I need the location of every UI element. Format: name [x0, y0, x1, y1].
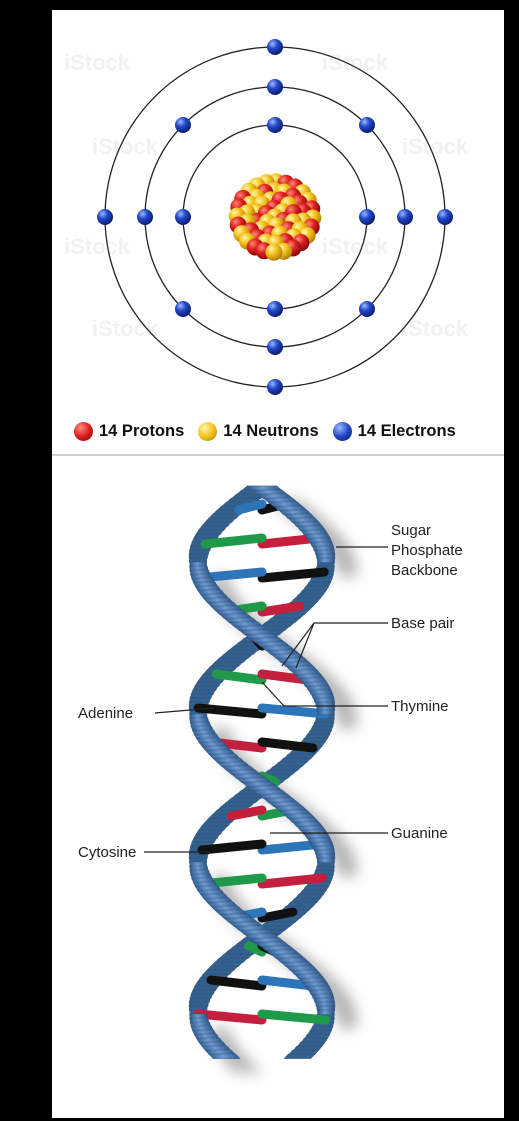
- label-cytosine: Cytosine: [78, 843, 136, 863]
- electron: [397, 209, 413, 225]
- strand-shadow-segment: [336, 1012, 357, 1017]
- electron: [267, 301, 283, 317]
- label-sugar: Sugar: [391, 521, 463, 541]
- strand-shadow-segment: [335, 560, 357, 565]
- legend-electrons-label: 14 Electrons: [358, 422, 456, 441]
- strand-b-segment: [284, 1054, 315, 1059]
- electron: [175, 301, 191, 317]
- strand-a-segment: [317, 558, 334, 563]
- label-leader-lines: [144, 547, 388, 852]
- proton-icon: [74, 422, 93, 441]
- base-thymine: [231, 810, 262, 816]
- dna-diagram-panel: Sugar Phosphate Backbone Base pair Adeni…: [52, 456, 504, 1118]
- strand-shadow-segment: [333, 1008, 356, 1013]
- label-thymine: Thymine: [391, 697, 449, 717]
- base-thymine: [262, 606, 300, 612]
- electron: [97, 209, 113, 225]
- electron: [267, 39, 283, 55]
- electron: [267, 79, 283, 95]
- strand-shadow-segment: [339, 572, 356, 577]
- strand-shadow-segment: [224, 1060, 253, 1065]
- base-guanine: [202, 844, 262, 850]
- strand-a-segment: [209, 1054, 240, 1059]
- strand-shadow-segment: [227, 1064, 257, 1069]
- strand-shadow-segment: [338, 568, 357, 573]
- electron: [359, 301, 375, 317]
- legend-neutrons: 14 Neutrons: [198, 422, 318, 441]
- base-cytosine: [238, 504, 262, 510]
- electron: [359, 117, 375, 133]
- base-guanine: [262, 742, 313, 748]
- label-guanine: Guanine: [391, 824, 448, 844]
- base-adenine: [205, 538, 262, 544]
- strand-shadow-segment: [231, 1068, 262, 1073]
- base-adenine: [216, 674, 262, 680]
- strand-b-segment: [317, 710, 334, 715]
- electron: [359, 209, 375, 225]
- legend-electrons: 14 Electrons: [333, 422, 456, 441]
- electron: [437, 209, 453, 225]
- electron-icon: [333, 422, 352, 441]
- base-guanine: [211, 980, 262, 986]
- nucleus: [229, 173, 322, 261]
- legend-protons: 14 Protons: [74, 422, 184, 441]
- strand-shadow-segment: [339, 1024, 356, 1029]
- label-backbone: Backbone: [391, 561, 463, 581]
- base-thymine: [262, 878, 322, 884]
- label-phosphate: Phosphate: [391, 541, 463, 561]
- label-adenine: Adenine: [78, 704, 133, 724]
- atom-legend: 14 Protons 14 Neutrons 14 Electrons: [74, 418, 456, 444]
- strand-shadow-segment: [337, 1016, 357, 1021]
- base-adenine: [262, 1014, 326, 1020]
- electron: [175, 117, 191, 133]
- strand-shadow-segment: [335, 860, 357, 865]
- strand-shadow-segment: [339, 1020, 357, 1025]
- electron: [267, 117, 283, 133]
- atom-diagram: [52, 10, 504, 454]
- neutron-icon: [198, 422, 217, 441]
- base-guanine: [262, 912, 293, 918]
- neutron: [265, 244, 282, 261]
- legend-neutrons-label: 14 Neutrons: [223, 422, 318, 441]
- strand-shadow-segment: [337, 716, 357, 721]
- strand-shadow-segment: [338, 868, 357, 873]
- strand-shadow-segment: [332, 856, 356, 861]
- electron: [267, 379, 283, 395]
- electron: [175, 209, 191, 225]
- strand-shadow-segment: [339, 720, 357, 725]
- legend-protons-label: 14 Protons: [99, 422, 184, 441]
- strand-shadow-segment: [339, 872, 356, 877]
- strand-b-segment: [317, 1010, 334, 1015]
- atom-diagram-panel: iStock iStock iStock iStock iStock iStoc…: [52, 10, 504, 454]
- base-cytosine: [262, 708, 326, 714]
- strand-shadow-segment: [336, 712, 357, 717]
- strand-shadow-segment: [332, 556, 356, 561]
- label-base-pair: Base pair: [391, 614, 454, 634]
- strand-shadow-segment: [339, 724, 356, 729]
- strand-shadow-segment: [333, 708, 356, 713]
- leader-thymine-diag: [262, 682, 284, 706]
- strand-a-segment: [317, 858, 334, 863]
- label-sugar-phosphate-backbone: Sugar Phosphate Backbone: [391, 521, 463, 581]
- strand-shadow-segment: [337, 864, 358, 869]
- electron: [137, 209, 153, 225]
- base-guanine: [262, 572, 324, 578]
- strand-shadow-segment: [337, 564, 358, 569]
- electron: [267, 339, 283, 355]
